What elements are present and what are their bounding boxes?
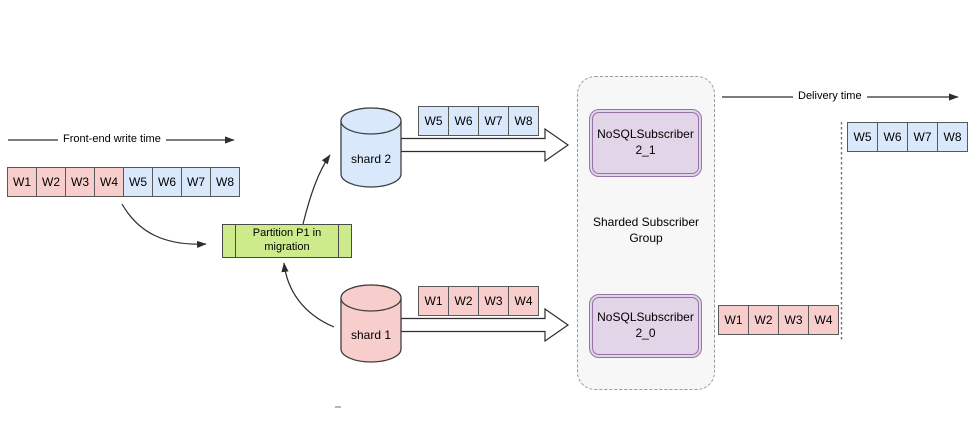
subscriber-2-0-label: NoSQLSubscriber 2_0: [592, 297, 699, 355]
queue-cell: W6: [877, 122, 908, 152]
delivered-queue-shard2: W5 W6 W7 W8: [847, 122, 968, 152]
queue-cell: W3: [478, 286, 509, 316]
shard1-output-queue: W1 W2 W3 W4: [418, 286, 539, 316]
shard2-database-icon: [340, 107, 402, 188]
frontend-time-label: Front-end write time: [58, 133, 166, 145]
queue-cell: W5: [418, 106, 449, 136]
queue-cell: W7: [478, 106, 509, 136]
subscriber-group-label: Sharded Subscriber Group: [592, 215, 700, 245]
shard1-database-icon: [340, 284, 402, 363]
delivered-queue-shard1: W1 W2 W3 W4: [718, 305, 839, 335]
buffer-to-partition-arrow: [121, 203, 207, 249]
shard2-output-queue: W5 W6 W7 W8: [418, 106, 539, 136]
queue-cell: W3: [65, 167, 95, 197]
queue-cell: W4: [94, 167, 124, 197]
queue-cell: W5: [123, 167, 153, 197]
queue-cell: W7: [181, 167, 211, 197]
queue-cell: W7: [907, 122, 938, 152]
partition-migration-box: Partition P1 in migration: [222, 224, 352, 258]
shard2-label: shard 2: [350, 152, 392, 166]
delivery-time-label: Delivery time: [793, 90, 867, 102]
subscriber-2-1-label: NoSQLSubscriber 2_1: [592, 112, 699, 174]
subscriber-2-0-box: NoSQLSubscriber 2_0: [589, 294, 702, 358]
queue-cell: W1: [7, 167, 37, 197]
queue-cell: W1: [418, 286, 449, 316]
queue-cell: W3: [778, 305, 809, 335]
partition-box-side-line: [235, 225, 236, 257]
frontend-write-queue: W1 W2 W3 W4 W5 W6 W7 W8: [7, 167, 240, 197]
queue-cell: W8: [937, 122, 968, 152]
partition-migration-label: Partition P1 in migration: [252, 227, 322, 253]
queue-cell: W4: [508, 286, 539, 316]
queue-cell: W8: [210, 167, 240, 197]
queue-cell: W6: [448, 106, 479, 136]
sharded-subscriber-group: NoSQLSubscriber 2_1 Sharded Subscriber G…: [577, 76, 715, 390]
stray-mark: [335, 406, 341, 408]
queue-cell: W2: [36, 167, 66, 197]
queue-cell: W2: [448, 286, 479, 316]
shard1-to-partition-arrow: [281, 262, 335, 328]
queue-cell: W2: [748, 305, 779, 335]
queue-cell: W8: [508, 106, 539, 136]
queue-cell: W5: [847, 122, 878, 152]
subscriber-2-1-box: NoSQLSubscriber 2_1: [589, 109, 702, 177]
shard1-label: shard 1: [350, 328, 392, 342]
partition-to-shard2-arrow: [302, 154, 331, 225]
queue-cell: W6: [152, 167, 182, 197]
queue-cell: W1: [718, 305, 749, 335]
queue-cell: W4: [808, 305, 839, 335]
partition-box-side-line: [338, 225, 339, 257]
